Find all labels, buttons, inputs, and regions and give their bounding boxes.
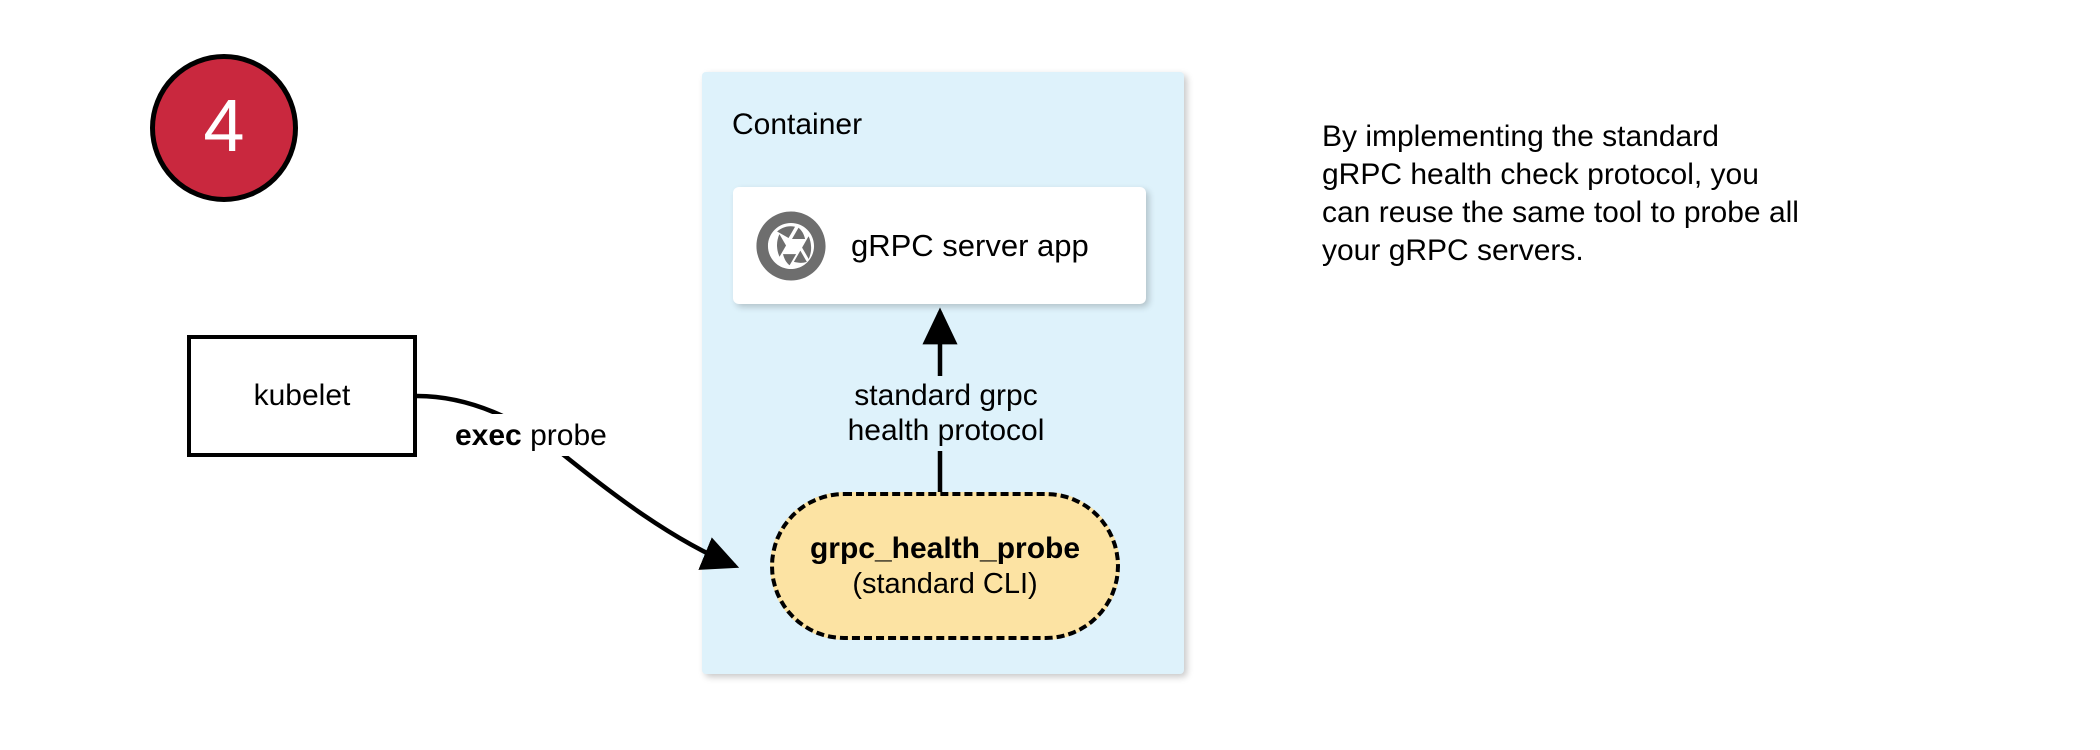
- exec-probe-keyword: exec: [455, 419, 522, 452]
- step-number-badge: 4: [150, 54, 298, 202]
- caption-line-4: your gRPC servers.: [1322, 234, 1584, 267]
- health-protocol-line-2: health protocol: [847, 414, 1045, 448]
- grpc-health-probe-box: grpc_health_probe (standard CLI): [770, 492, 1120, 640]
- grpc-server-app-card: gRPC server app: [733, 187, 1146, 304]
- exec-probe-edge-label: exec probe: [455, 418, 607, 453]
- grpc-aperture-icon: [756, 210, 826, 281]
- grpc-health-probe-title: grpc_health_probe: [809, 532, 1081, 566]
- health-protocol-line-1: standard grpc: [854, 379, 1038, 412]
- container-label: Container: [732, 108, 863, 141]
- kubelet-label: kubelet: [253, 379, 351, 412]
- health-protocol-edge-label: standard grpc health protocol: [836, 378, 1056, 449]
- grpc-server-app-label: gRPC server app: [851, 228, 1089, 263]
- step-number-text: 4: [203, 84, 245, 167]
- exec-probe-label-backdrop: [450, 414, 640, 456]
- caption-line-3: can reuse the same tool to probe all: [1322, 196, 1799, 229]
- caption-line-2: gRPC health check protocol, you: [1322, 158, 1759, 191]
- exec-probe-rest: probe: [521, 419, 607, 452]
- kubelet-box: kubelet: [187, 335, 417, 457]
- health-protocol-label-backdrop: [830, 376, 1062, 451]
- caption-line-1: By implementing the standard: [1322, 120, 1719, 153]
- grpc-health-probe-subtitle: (standard CLI): [852, 567, 1038, 600]
- caption-text: By implementing the standard gRPC health…: [1322, 118, 1902, 270]
